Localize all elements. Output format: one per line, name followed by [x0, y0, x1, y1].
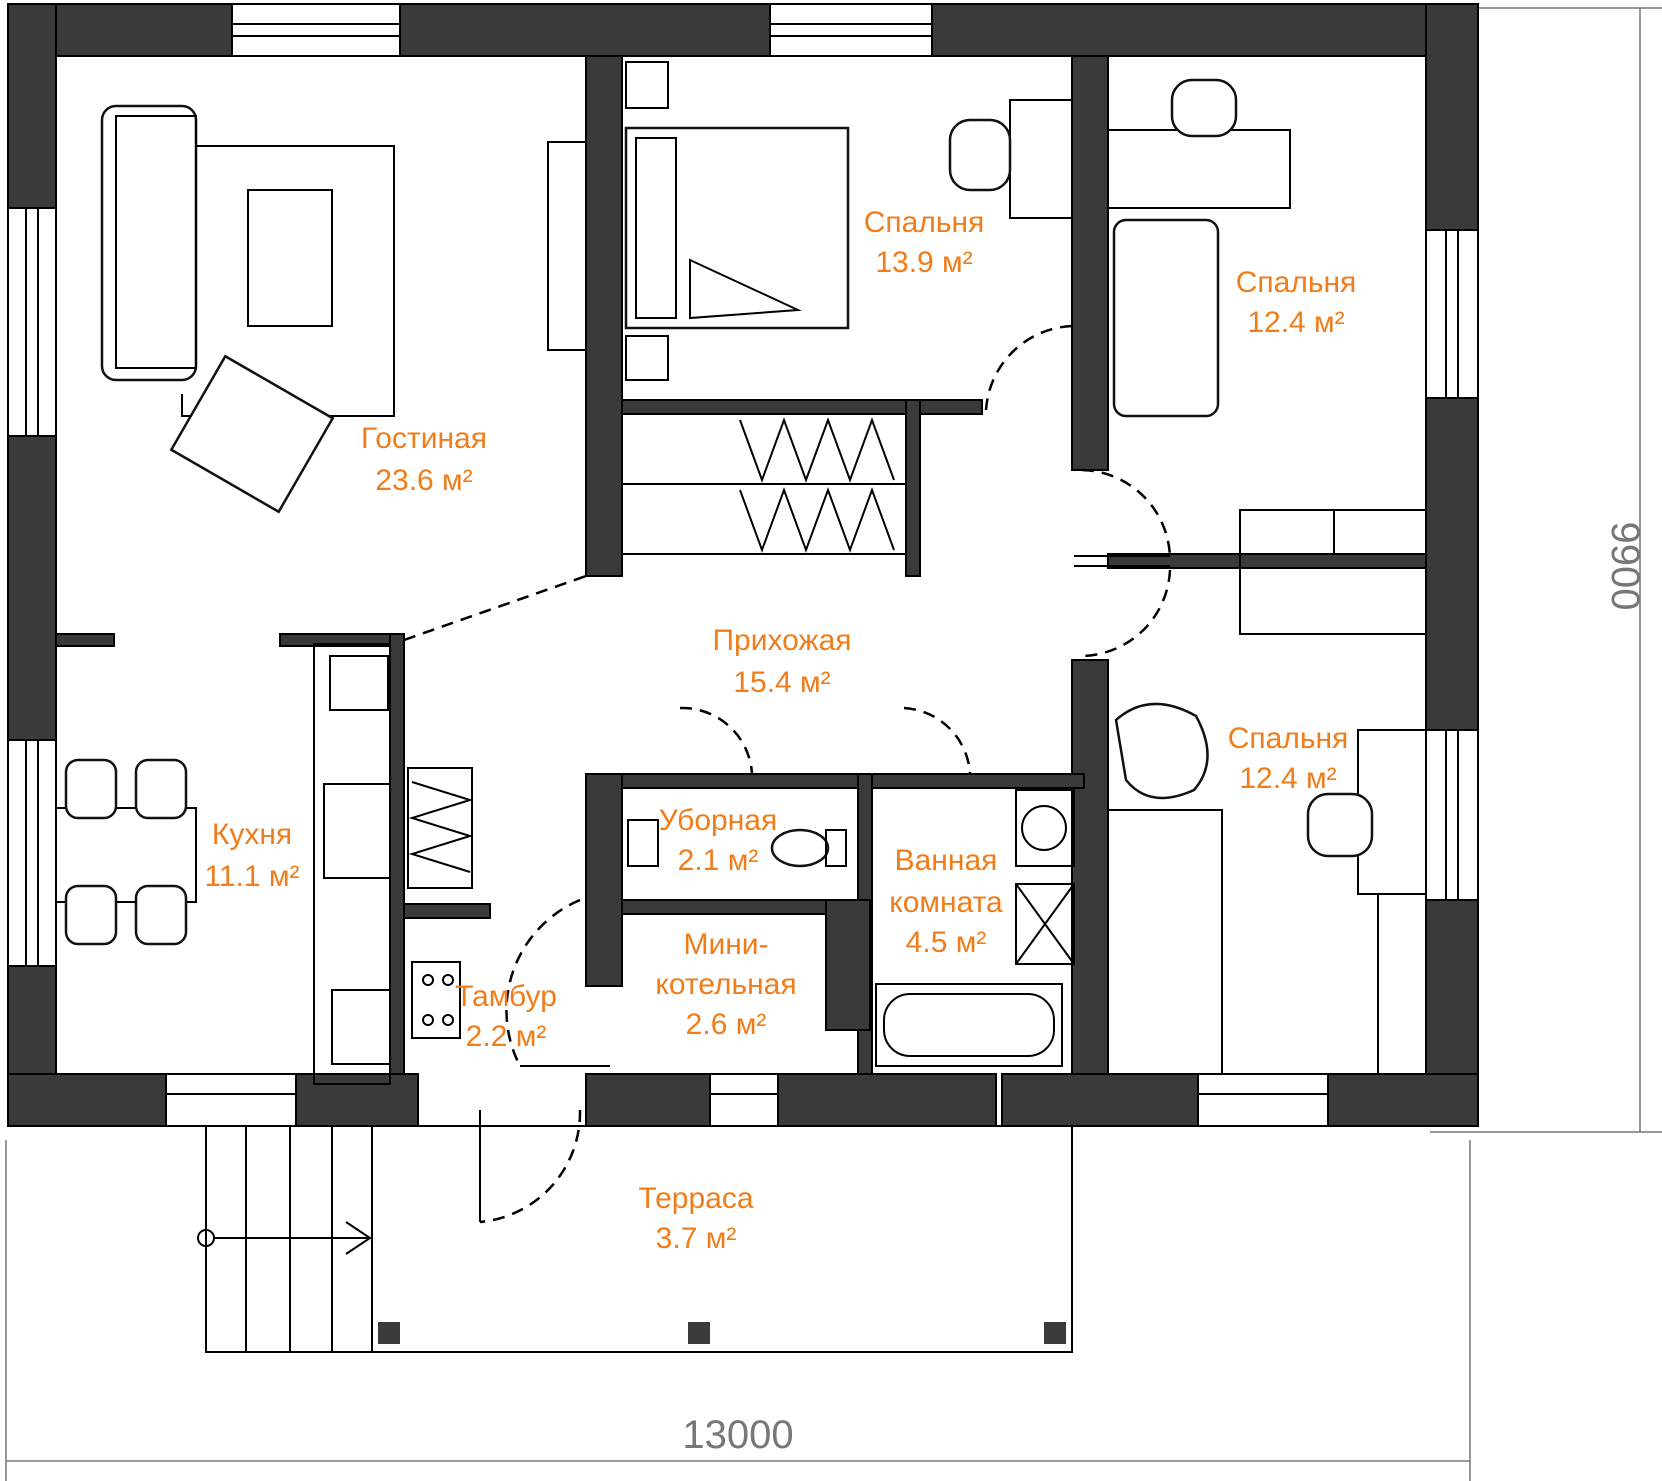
- room-label-terrace: Терраса: [638, 1182, 753, 1215]
- room-area-kitchen: 11.1 м²: [204, 860, 299, 893]
- room-label-living: Гостиная: [361, 422, 487, 455]
- wall-vestibule-toilet: [585, 773, 623, 987]
- room-area-living: 23.6 м²: [375, 464, 472, 497]
- room-label-bedroom2: Спальня: [1236, 266, 1357, 299]
- room-labels: Гостиная 23.6 м² Спальня 13.9 м² Спальня…: [204, 206, 1356, 1255]
- chair-icon: [948, 118, 1012, 192]
- beanbag-icon: [1114, 702, 1209, 800]
- room-area-bedroom2: 12.4 м²: [1247, 306, 1344, 339]
- dimension-height: 9900: [1603, 522, 1647, 611]
- room-label-kitchen: Кухня: [212, 818, 292, 851]
- chair-icon: [134, 884, 188, 946]
- toilet-icon: [770, 828, 830, 868]
- wall-top-2: [399, 3, 771, 57]
- outer-walls: [7, 3, 1479, 1127]
- bed-icon: [624, 126, 850, 330]
- terrace: [197, 1125, 1073, 1353]
- room-label-boiler: Мини-: [683, 928, 768, 961]
- room-area-terrace: 3.7 м²: [656, 1222, 737, 1255]
- dimension-width: 13000: [682, 1413, 793, 1457]
- wall-bottom-3: [585, 1073, 711, 1127]
- room-label-bathroom: Ванная: [895, 844, 998, 877]
- wall-bottom-1: [7, 1073, 167, 1127]
- chair-icon: [134, 758, 188, 820]
- dimension-lines: [5, 7, 1662, 1481]
- doors: [403, 324, 1172, 1224]
- room-area-vestibule: 2.2 м²: [466, 1020, 547, 1053]
- wall-left-2: [7, 435, 57, 741]
- room-label-bathroom-2: комната: [889, 886, 1003, 919]
- room-label-hall: Прихожая: [712, 624, 851, 657]
- room-area-boiler: 2.6 м²: [686, 1008, 767, 1041]
- room-area-bedroom3: 12.4 м²: [1239, 762, 1336, 795]
- room-label-vestibule: Тамбур: [455, 980, 557, 1013]
- wall-bedroom1-bedroom2: [1071, 55, 1109, 471]
- furniture: [55, 61, 1427, 1085]
- room-label-bedroom3: Спальня: [1228, 722, 1349, 755]
- room-label-boiler-2: котельная: [655, 968, 796, 1001]
- room-area-bathroom: 4.5 м²: [906, 926, 987, 959]
- windows: [7, 3, 1479, 1127]
- wall-bottom-5: [1001, 1073, 1199, 1127]
- wall-right-2: [1425, 397, 1479, 731]
- wall-left-1: [7, 3, 57, 209]
- armchair-icon: [169, 354, 335, 514]
- room-label-toilet: Уборная: [659, 804, 777, 837]
- wall-living-bedroom1: [585, 55, 623, 577]
- sofa-icon: [1112, 218, 1220, 418]
- wall-hall-bedroom3: [1071, 659, 1109, 1075]
- room-area-hall: 15.4 м²: [733, 666, 830, 699]
- wall-bottom-4: [777, 1073, 997, 1127]
- wall-bottom-6: [1327, 1073, 1479, 1127]
- chair-icon: [1170, 78, 1238, 138]
- room-label-bedroom1: Спальня: [864, 206, 985, 239]
- wall-right-1: [1425, 3, 1479, 231]
- chair-icon: [64, 758, 118, 820]
- room-area-toilet: 2.1 м²: [678, 844, 759, 877]
- chair-icon: [64, 884, 118, 946]
- chair-icon: [1306, 792, 1374, 858]
- room-area-bedroom1: 13.9 м²: [875, 246, 972, 279]
- wall-top-3: [931, 3, 1479, 57]
